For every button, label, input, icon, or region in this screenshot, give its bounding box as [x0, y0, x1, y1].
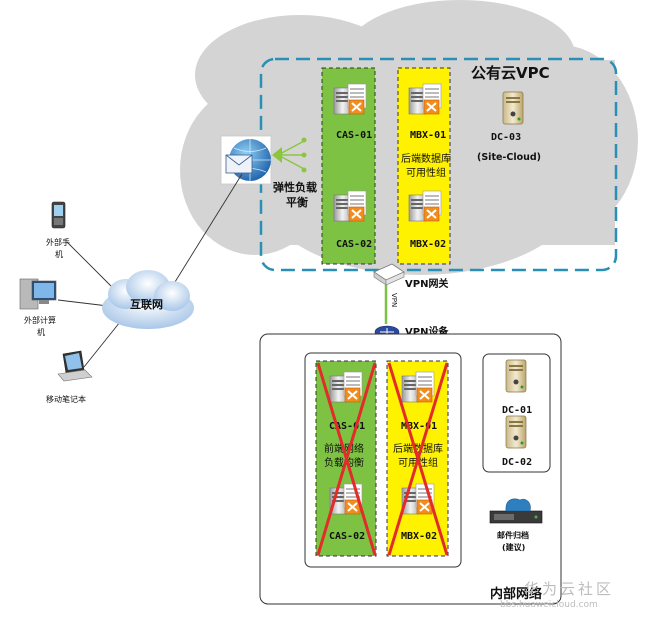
vpc-title: 公有云VPC [471, 64, 550, 82]
watermark-url: bbs.huaweicloud.com [500, 600, 598, 610]
external-phone-label-line1: 外部手 [46, 237, 70, 247]
internet-cloud-icon [102, 270, 194, 329]
cloud-cas-01-server-icon [333, 83, 367, 115]
cloud-mbx-group-label-line1: 后端数据库 [401, 152, 451, 165]
mobile-phone-icon [51, 201, 66, 229]
elastic-load-balancer-icon [220, 135, 307, 185]
dc-02-server-icon [505, 415, 527, 449]
link-pc-internet [57, 299, 109, 307]
elb-label-line2: 平衡 [286, 195, 308, 209]
cloud-mbx-02-server-icon [408, 190, 442, 222]
internal-cas-01-server-icon [329, 371, 363, 403]
watermark-title: 华为云社区 [524, 580, 614, 598]
link-laptop-internet [83, 321, 121, 368]
internal-cas-01-label: CAS-01 [329, 421, 365, 432]
cloud-mbx-01-server-icon [408, 83, 442, 115]
mobile-laptop-label: 移动笔记本 [46, 394, 86, 404]
external-computer-label-line1: 外部计算 [24, 315, 56, 325]
vpn-link-label: VPN [390, 293, 398, 307]
external-phone-label-line2: 机 [55, 249, 63, 259]
archive-label-line2: (建议) [502, 542, 525, 552]
archive-device-icon [489, 498, 543, 524]
cloud-mbx-group-label-line2: 可用性组 [406, 166, 446, 179]
archive-label-line1: 邮件归档 [497, 530, 529, 540]
mbx-failure-cross-icon [387, 362, 449, 556]
cloud-cas-02-server-icon [333, 190, 367, 222]
dc-03-site-label: (Site-Cloud) [477, 152, 541, 163]
computer-icon [19, 278, 57, 310]
cloud-cas-02-label: CAS-02 [336, 239, 372, 250]
internal-mbx-01-server-icon [401, 371, 435, 403]
internal-mbx-02-label: MBX-02 [401, 531, 437, 542]
dc-03-server-icon [502, 91, 524, 125]
internal-mbx-group-label-line1: 后端数据库 [393, 442, 443, 455]
internal-network-title: 内部网络 [490, 586, 542, 602]
cas-failure-cross-icon [316, 362, 377, 556]
laptop-icon [57, 350, 93, 382]
link-internet-elb [169, 173, 243, 291]
dc-02-label: DC-02 [502, 457, 532, 468]
cloud-mbx-02-label: MBX-02 [410, 239, 446, 250]
cloud-mbx-01-label: MBX-01 [410, 130, 446, 141]
internal-dc-box [482, 353, 551, 473]
vpn-gateway-icon [373, 263, 405, 286]
internal-mbx-01-label: MBX-01 [401, 421, 437, 432]
internet-label: 互联网 [130, 297, 163, 311]
link-phone-internet [66, 241, 119, 294]
elb-label-line1: 弹性负载 [273, 180, 317, 194]
external-computer-label-line2: 机 [37, 327, 45, 337]
dc-01-server-icon [505, 359, 527, 393]
cloud-cas-01-label: CAS-01 [336, 130, 372, 141]
dc-03-label: DC-03 [491, 132, 521, 143]
vpn-gateway-label: VPN网关 [405, 277, 448, 290]
dc-01-label: DC-01 [502, 405, 532, 416]
internal-cas-02-label: CAS-02 [329, 531, 365, 542]
